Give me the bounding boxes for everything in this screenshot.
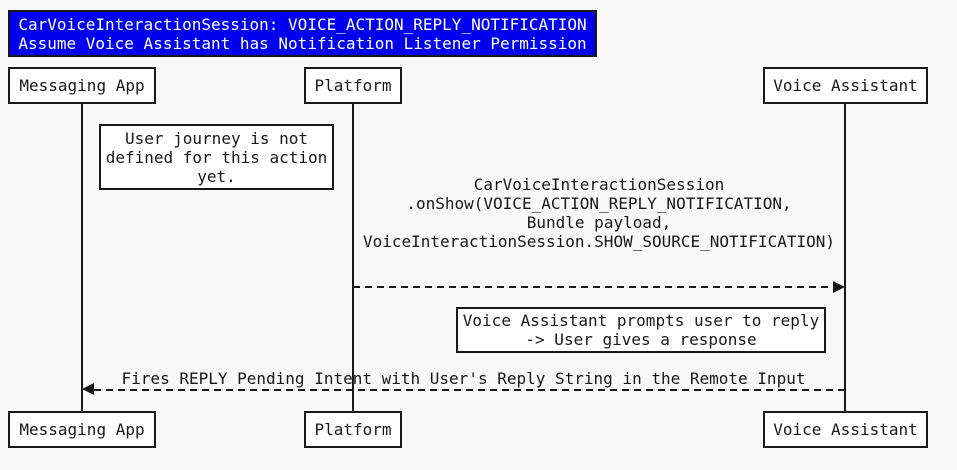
actor-box-platform-top: Platform <box>304 67 402 104</box>
message-onshow-line-1: CarVoiceInteractionSession <box>473 175 725 194</box>
message-onshow-line-4: VoiceInteractionSession.SHOW_SOURCE_NOTI… <box>362 232 835 251</box>
note-voice-assistant-prompts: Voice Assistant prompts user to reply ->… <box>456 307 826 353</box>
lifeline-platform <box>352 104 354 411</box>
actor-label-messaging-app: Messaging App <box>19 420 145 439</box>
actor-box-voice-assistant-bottom: Voice Assistant <box>763 411 928 448</box>
lifeline-messaging-app <box>81 104 83 411</box>
actor-box-platform-bottom: Platform <box>304 411 402 448</box>
title-line-2: Assume Voice Assistant has Notification … <box>18 33 587 53</box>
arrow-onshow-line <box>353 286 833 288</box>
actor-label-platform: Platform <box>314 420 392 439</box>
message-onshow-line-3: Bundle payload, <box>526 213 672 232</box>
note-va-prompts-line-1: Voice Assistant prompts user to reply <box>462 311 820 330</box>
note-user-journey-line-3: yet. <box>197 166 236 186</box>
actor-label-voice-assistant: Voice Assistant <box>773 420 918 439</box>
title-line-1: CarVoiceInteractionSession: VOICE_ACTION… <box>18 14 587 34</box>
actor-label-messaging-app: Messaging App <box>19 76 145 95</box>
actor-label-platform: Platform <box>314 76 392 95</box>
lifeline-voice-assistant <box>844 104 846 411</box>
actor-box-messaging-app-bottom: Messaging App <box>8 411 156 448</box>
title-banner: CarVoiceInteractionSession: VOICE_ACTION… <box>8 10 597 57</box>
note-user-journey-line-1: User journey is not <box>124 128 309 148</box>
actor-box-messaging-app-top: Messaging App <box>8 67 156 104</box>
arrow-reply-line <box>94 389 845 391</box>
note-va-prompts-line-2: -> User gives a response <box>525 330 757 349</box>
message-reply-label: Fires REPLY Pending Intent with User's R… <box>121 369 806 388</box>
message-onshow-label: CarVoiceInteractionSession .onShow(VOICE… <box>353 175 845 251</box>
arrowhead-left-icon <box>82 383 94 395</box>
actor-label-voice-assistant: Voice Assistant <box>773 76 918 95</box>
message-onshow-line-2: .onShow(VOICE_ACTION_REPLY_NOTIFICATION, <box>406 194 792 213</box>
note-user-journey: User journey is not defined for this act… <box>99 124 334 190</box>
arrowhead-right-icon <box>833 281 845 293</box>
note-user-journey-line-2: defined for this action <box>105 147 328 167</box>
actor-box-voice-assistant-top: Voice Assistant <box>763 67 928 104</box>
